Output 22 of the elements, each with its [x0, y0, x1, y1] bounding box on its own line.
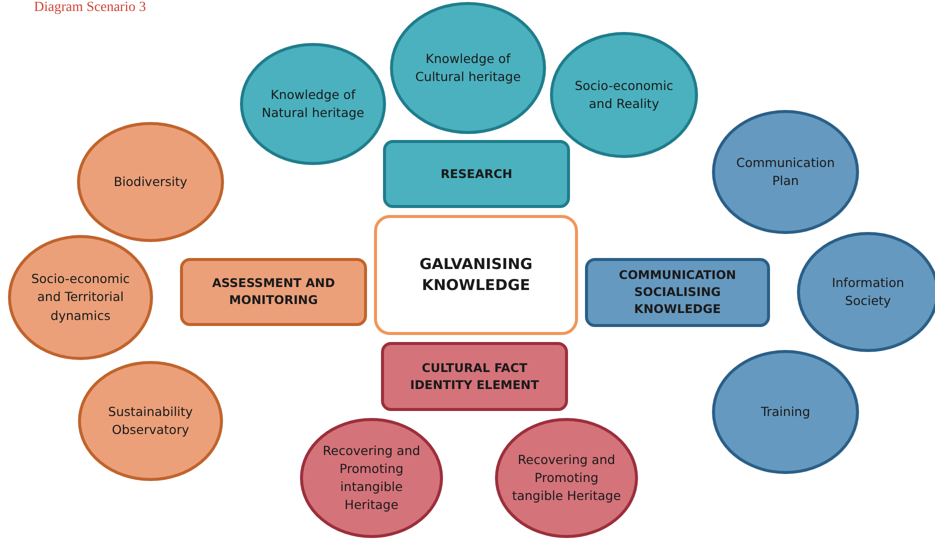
category-box: [381, 342, 568, 411]
category-box: [180, 258, 367, 326]
diagram-title: Diagram Scenario 3: [34, 0, 146, 16]
node-label: Knowledge of Natural heritage: [260, 86, 366, 122]
node-label: Sustainability Observatory: [107, 402, 194, 439]
node-label: GALVANISING KNOWLEDGE: [418, 254, 534, 296]
node-label: RESEARCH: [440, 166, 514, 182]
node-label: ASSESSMENT AND MONITORING: [211, 275, 336, 309]
node-label: Knowledge of Cultural heritage: [414, 50, 522, 86]
node-label: Information Society: [830, 274, 906, 310]
node-label: Recovering and Promoting intangible Heritage: [322, 442, 422, 514]
node-label: Recovering and Promoting tangible Heritage: [511, 450, 622, 506]
category-box: [585, 258, 770, 327]
category-box: [383, 140, 570, 208]
node-label: Socio-economic and Reality: [574, 76, 674, 113]
node-label: CULTURAL FACT IDENTITY ELEMENT: [409, 360, 540, 394]
node-label: Communication Plan: [735, 154, 836, 190]
node-label: Socio-economic and Territorial dynamics: [30, 270, 131, 325]
central-box: [374, 215, 578, 335]
node-label: Biodiversity: [112, 172, 188, 191]
node-label: Training: [760, 402, 812, 421]
node-label: COMMUNICATION SOCIALISING KNOWLEDGE: [618, 267, 738, 318]
